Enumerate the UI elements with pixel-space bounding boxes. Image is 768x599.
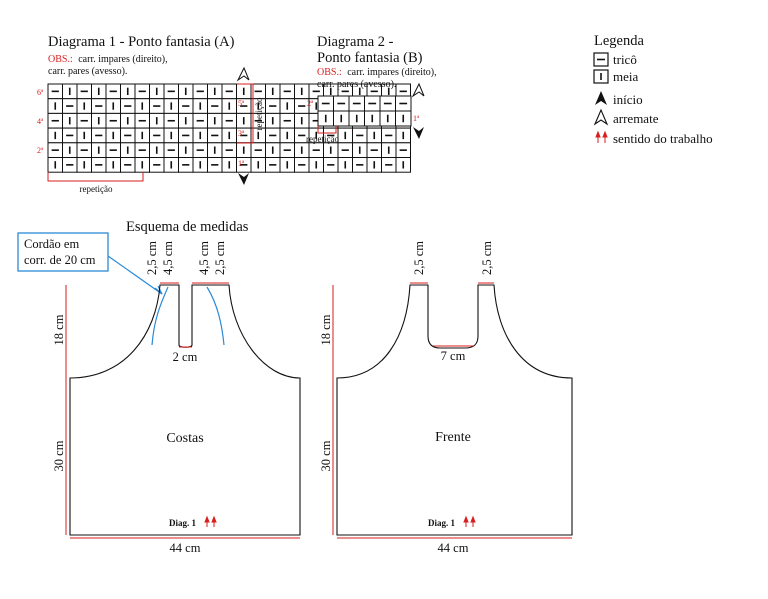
- diagram-1-title: Diagrama 1 - Ponto fantasia (A): [48, 34, 235, 50]
- cord-note-line1: Cordão em: [24, 237, 79, 251]
- front-neck-bottom-label: 7 cm: [441, 349, 466, 363]
- start-arrow-icon: [413, 127, 424, 139]
- cord-note-line2: corr. de 20 cm: [24, 253, 96, 267]
- diagram-1-row-3-label: 3ª: [238, 129, 245, 138]
- legend-item-label: tricô: [613, 52, 637, 67]
- diagram-1-bottom-repeat-bracket: [47, 172, 144, 182]
- front-strap-left-label: 2,5 cm: [412, 241, 426, 275]
- back-armhole-label: 18 cm: [52, 314, 66, 345]
- back-piece: 18 cm 30 cm 2,5 cm 4,5 cm 4,5 cm 2,5 cm …: [52, 241, 301, 555]
- work-direction-arrows-icon: [595, 130, 608, 143]
- cord-note-box: [17, 232, 109, 272]
- diagram-1-row-2-label: 2ª: [37, 146, 44, 155]
- back-neck-bottom-label: 2 cm: [173, 350, 198, 364]
- start-arrow-icon: [595, 91, 607, 105]
- work-direction-arrows-icon: [463, 515, 476, 527]
- front-strap-right-label: 2,5 cm: [480, 241, 494, 275]
- front-width-label: 44 cm: [438, 541, 469, 555]
- diagram-2-repeat-label: repetição: [306, 134, 339, 144]
- diagram-2-stitch-grid: [317, 95, 412, 127]
- bind-off-arrow-icon: [593, 108, 609, 126]
- front-piece-label: Frente: [435, 430, 471, 445]
- back-body-label: 30 cm: [52, 440, 66, 471]
- diagram-2-obs-line2: carr. pares (avesso).: [317, 79, 396, 90]
- diagram-1-bottom-repeat-label: repetição: [80, 184, 113, 194]
- back-piece-outline: [69, 284, 301, 536]
- diagram-1-row-6-label: 6ª: [37, 88, 44, 97]
- back-piece-label: Costas: [166, 431, 203, 446]
- diagram-2-obs-line1: carr. impares (direito),: [347, 67, 436, 78]
- back-width-label: 44 cm: [170, 541, 201, 555]
- diagram-2-title-line1: Diagrama 2 -: [317, 34, 394, 50]
- legend: Legenda tricô meia início arremate senti…: [593, 33, 713, 146]
- back-strap-right-label: 2,5 cm: [213, 241, 227, 275]
- diagram-1-obs-line1: carr. impares (direito),: [78, 54, 167, 65]
- front-armhole-label: 18 cm: [319, 314, 333, 345]
- diagram-2-repeat-bracket: [317, 126, 337, 134]
- diagram-2: Diagrama 2 - Ponto fantasia (B) OBS.: ca…: [306, 34, 437, 144]
- cord-note: Cordão em corr. de 20 cm: [17, 232, 163, 295]
- diagram-1-row-5-label: 5ª: [238, 99, 245, 108]
- front-diag-label: Diag. 1: [428, 518, 456, 528]
- start-arrow-icon: [238, 173, 249, 185]
- legend-item-label: arremate: [613, 111, 659, 126]
- diagram-1-row-1-label: 1ª: [238, 159, 245, 168]
- left-cord-line: [151, 286, 169, 346]
- bind-off-arrow-icon: [411, 82, 425, 98]
- diagram-2-title-line2: Ponto fantasia (B): [317, 50, 423, 66]
- front-piece: 18 cm 30 cm 2,5 cm 2,5 cm 7 cm Frente 44…: [319, 241, 573, 555]
- front-piece-outline: [336, 284, 573, 536]
- bind-off-arrow-icon: [236, 66, 250, 82]
- right-cord-line: [206, 286, 225, 346]
- legend-item-label: início: [613, 92, 643, 107]
- front-body-label: 30 cm: [319, 440, 333, 471]
- work-direction-arrows-icon: [204, 515, 217, 527]
- diagram-2-obs-label: OBS.:: [317, 67, 342, 78]
- diagram-1-obs: OBS.: carr. impares (direito),: [48, 54, 168, 65]
- diagram-1-obs-label: OBS.:: [48, 54, 73, 65]
- legend-item-label: sentido do trabalho: [613, 131, 713, 146]
- cord-note-pointer: [107, 255, 163, 295]
- diagram-1-row-4-label: 4ª: [37, 117, 44, 126]
- legend-title: Legenda: [594, 33, 644, 49]
- diagram-1-side-repeat-bracket: [237, 83, 254, 144]
- diagram-2-obs: OBS.: carr. impares (direito),: [317, 67, 437, 78]
- back-neck-left-label: 4,5 cm: [161, 241, 175, 275]
- diagram-1-side-repeat-label: repetição: [254, 97, 264, 130]
- diagram-1-obs-line2: carr. pares (avesso).: [48, 66, 127, 77]
- measurements-title: Esquema de medidas: [126, 219, 249, 235]
- back-diag-label: Diag. 1: [169, 518, 197, 528]
- legend-item-label: meia: [613, 69, 638, 84]
- back-strap-left-label: 2,5 cm: [145, 241, 159, 275]
- diagram-2-row-1-label: 1ª: [413, 114, 420, 123]
- back-neck-right-label: 4,5 cm: [197, 241, 211, 275]
- diagram-2-row-2-label: 2ª: [307, 99, 314, 108]
